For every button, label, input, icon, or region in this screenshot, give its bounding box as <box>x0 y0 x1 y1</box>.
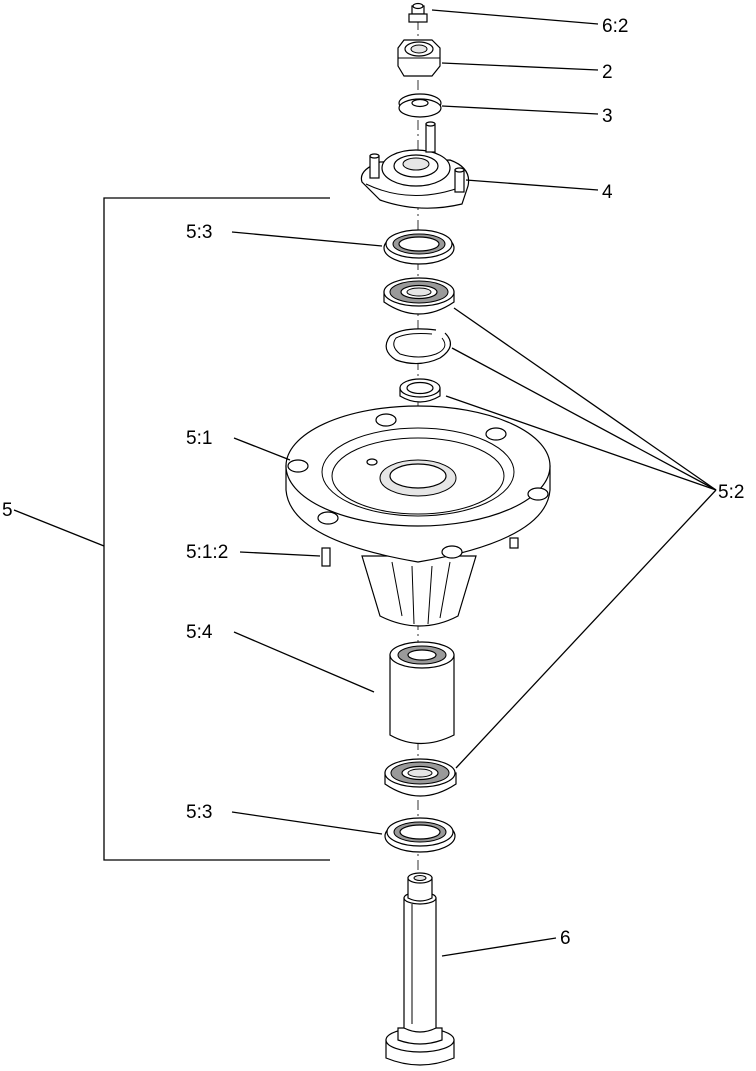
seal-bottom <box>384 817 456 853</box>
bearing-bottom <box>384 758 457 797</box>
leader-5-2-b <box>451 347 717 491</box>
leader-6 <box>441 937 557 957</box>
grease-fitting <box>408 2 428 23</box>
bearing-top <box>383 277 455 315</box>
spacer-tube <box>389 641 455 744</box>
leader-5-3-top <box>231 231 383 247</box>
washer <box>398 93 442 118</box>
leader-5-1 <box>233 437 291 461</box>
leader-3 <box>441 105 599 115</box>
leader-5-2-c <box>445 395 717 491</box>
label-5-3-bottom: 5:3 <box>186 802 212 823</box>
label-5-3-top: 5:3 <box>186 222 212 243</box>
label-5-2: 5:2 <box>718 482 744 503</box>
spindle-shaft <box>385 872 455 1066</box>
group-bracket <box>103 197 330 861</box>
label-5-1: 5:1 <box>186 428 212 449</box>
leader-5-1-2 <box>239 551 321 557</box>
label-2: 2 <box>602 62 613 83</box>
leader-4 <box>465 179 599 191</box>
leader-6-2 <box>431 9 599 25</box>
leader-5-3-bottom <box>231 811 383 835</box>
leader-5-4 <box>233 631 375 693</box>
nut <box>397 39 441 77</box>
leader-5 <box>13 509 105 547</box>
seal-top <box>383 229 455 265</box>
label-6: 6 <box>560 928 571 949</box>
label-5-1-2: 5:1:2 <box>186 542 228 563</box>
label-6-2: 6:2 <box>602 16 628 37</box>
housing-cap <box>360 121 470 209</box>
label-5: 5 <box>2 500 13 521</box>
retaining-ring <box>385 328 451 365</box>
label-4: 4 <box>602 182 613 203</box>
leader-5-2-a <box>453 307 717 491</box>
leader-2 <box>441 62 599 71</box>
leader-5-2-d <box>455 489 717 769</box>
spindle-housing <box>285 405 551 627</box>
spacer <box>399 378 441 403</box>
label-5-4: 5:4 <box>186 622 213 643</box>
label-3: 3 <box>602 106 613 127</box>
